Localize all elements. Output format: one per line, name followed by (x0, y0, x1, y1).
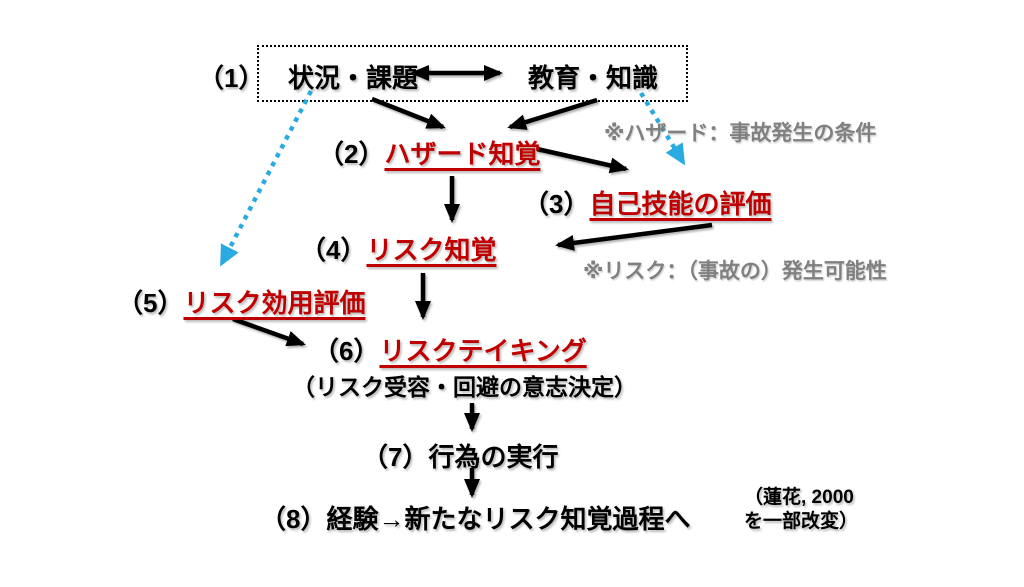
step4-number: （4） (300, 235, 367, 265)
arrow-step5-to-step6 (232, 316, 306, 347)
step8-label: 経験→新たなリスク知覚過程へ (326, 504, 691, 534)
arrow-education-to-step2 (507, 97, 598, 130)
step7: （7）行為の実行 (362, 437, 558, 474)
step7-label: 行為の実行 (428, 442, 559, 472)
step6-label: リスクテイキング (379, 336, 587, 366)
step3: （3）自己技能の評価 (523, 184, 771, 221)
step1-dotted-box (257, 45, 688, 102)
step1-label-situation: 状況・課題 (288, 63, 419, 93)
step1-label-education: 教育・知識 (528, 63, 659, 93)
step3-number: （3） (523, 189, 590, 219)
arrow-step2-to-step3 (536, 146, 629, 174)
step8: （8）経験→新たなリスク知覚過程へ (260, 499, 690, 536)
step4: （4）リスク知覚 (300, 230, 496, 267)
step2-number: （2） (318, 139, 385, 169)
note-hazard-definition: ※ハザード：事故発生の条件 (604, 122, 877, 145)
citation-line2: を一部改変） (744, 511, 859, 532)
step6-number: （6） (313, 336, 380, 366)
step6: （6）リスクテイキング (313, 331, 587, 368)
step1-number: （1） (198, 63, 265, 93)
citation-line1: （蓮花, 2000 (744, 487, 854, 508)
step2-label: ハザード知覚 (384, 139, 541, 169)
dotted-arrow-education-to-step3 (639, 91, 686, 166)
step5: （5）リスク効用評価 (117, 283, 365, 320)
arrow-situation-to-step2 (371, 96, 446, 130)
dotted-arrow-situation-to-step5 (220, 89, 313, 267)
step6-sublabel: （リスク受容・回避の意志決定） (292, 374, 637, 400)
step5-number: （5） (117, 288, 184, 318)
step3-label: 自己技能の評価 (589, 189, 772, 219)
step5-label: リスク効用評価 (183, 288, 366, 318)
arrow-step3-to-step4 (555, 222, 713, 251)
step2: （2）ハザード知覚 (318, 134, 540, 171)
step7-number: （7） (362, 442, 429, 472)
step8-number: （8） (260, 504, 327, 534)
citation: （蓮花, 2000 を一部改変） (744, 486, 858, 534)
note-risk-definition: ※リスク：（事故の）発生可能性 (583, 260, 887, 283)
step4-label: リスク知覚 (366, 235, 497, 265)
